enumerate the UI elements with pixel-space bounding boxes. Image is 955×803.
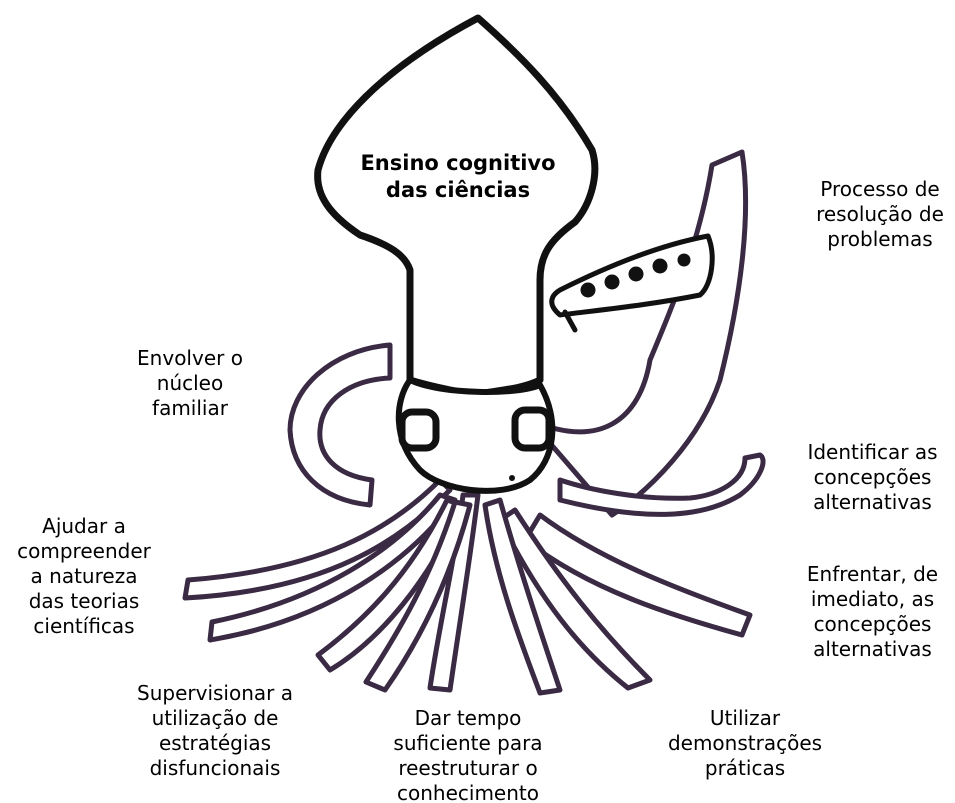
label-line: demonstrações <box>655 731 835 756</box>
label-demonstrations: Utilizar demonstrações práticas <box>655 706 835 781</box>
label-line: Processo de <box>800 177 955 202</box>
label-line: reestruturar o <box>378 756 558 781</box>
label-line: Identificar as <box>790 440 955 465</box>
label-line: concepções <box>790 465 955 490</box>
label-line: resolução de <box>800 202 955 227</box>
label-line: problemas <box>800 227 955 252</box>
label-line: Ajudar a <box>0 514 168 539</box>
center-title-line: Ensino cognitivo <box>348 150 568 177</box>
center-title-line: das ciências <box>348 177 568 204</box>
label-line: concepções <box>790 612 955 637</box>
label-supervise-strategies: Supervisionar a utilização de estratégia… <box>120 681 310 781</box>
label-nature-of-theories: Ajudar a compreender a natureza das teor… <box>0 514 168 639</box>
label-problem-solving: Processo de resolução de problemas <box>800 177 955 252</box>
center-title: Ensino cognitivo das ciências <box>348 150 568 204</box>
label-confront-conceptions: Enfrentar, de imediato, as concepções al… <box>790 562 955 662</box>
label-line: utilização de <box>120 706 310 731</box>
label-line: Utilizar <box>655 706 835 731</box>
label-family: Envolver o núcleo familiar <box>110 346 270 421</box>
label-line: alternativas <box>790 490 955 515</box>
label-line: compreender <box>0 539 168 564</box>
label-line: das teorias <box>0 589 168 614</box>
label-line: práticas <box>655 756 835 781</box>
squid-mantle <box>318 18 595 395</box>
squid-eye-right <box>515 410 549 448</box>
squid-eye-left <box>402 412 436 448</box>
label-line: conhecimento <box>378 781 558 803</box>
label-line: científicas <box>0 614 168 639</box>
label-line: a natureza <box>0 564 168 589</box>
label-line: estratégias <box>120 731 310 756</box>
label-line: alternativas <box>790 637 955 662</box>
label-line: núcleo <box>110 371 270 396</box>
label-line: disfuncionais <box>120 756 310 781</box>
label-line: imediato, as <box>790 587 955 612</box>
tentacle-left-upper <box>290 345 390 505</box>
label-line: Supervisionar a <box>120 681 310 706</box>
label-give-time: Dar tempo suficiente para reestruturar o… <box>378 706 558 803</box>
label-line: Dar tempo <box>378 706 558 731</box>
label-line: familiar <box>110 396 270 421</box>
label-identify-conceptions: Identificar as concepções alternativas <box>790 440 955 515</box>
label-line: suficiente para <box>378 731 558 756</box>
label-line: Enfrentar, de <box>790 562 955 587</box>
squid-mouth <box>509 475 515 481</box>
label-line: Envolver o <box>110 346 270 371</box>
